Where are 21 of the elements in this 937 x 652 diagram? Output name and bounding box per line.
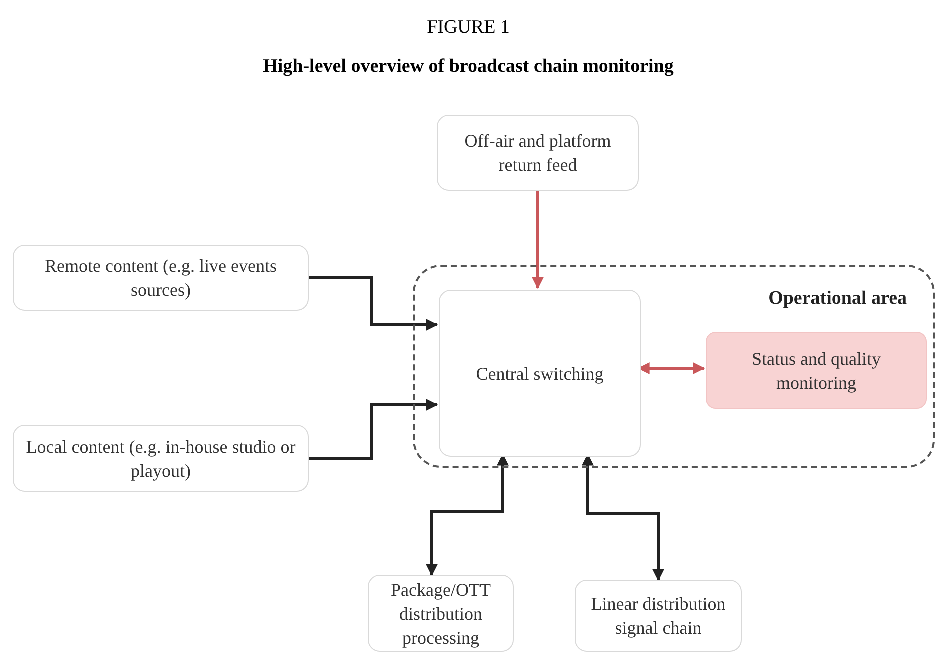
process-box xyxy=(437,115,639,191)
box-label: Linear distribution signal chain xyxy=(590,593,727,640)
process-box xyxy=(368,575,514,652)
process-box xyxy=(706,332,927,409)
arrow xyxy=(532,191,544,290)
box-label: Status and quality monitoring xyxy=(751,348,882,394)
region-title: Operational area xyxy=(768,287,907,311)
process-box xyxy=(439,290,641,457)
arrow xyxy=(309,399,438,460)
arrow xyxy=(309,276,438,331)
box-label: Off-air and platform return feed xyxy=(464,130,612,177)
process-box xyxy=(575,580,742,652)
operational-area-region xyxy=(413,265,935,468)
box-label: Local content (e.g. in-house studio or playout) xyxy=(25,436,297,482)
box-label: Package/OTT distribution processing xyxy=(390,578,492,650)
process-box xyxy=(13,245,309,311)
box-label: Central switching xyxy=(476,362,604,386)
box-label: Remote content (e.g. live events sources) xyxy=(44,255,278,302)
figure-title: High-level overview of broadcast chain monitoring xyxy=(263,54,674,78)
figure-number: FIGURE 1 xyxy=(427,16,510,40)
process-box xyxy=(13,425,309,492)
